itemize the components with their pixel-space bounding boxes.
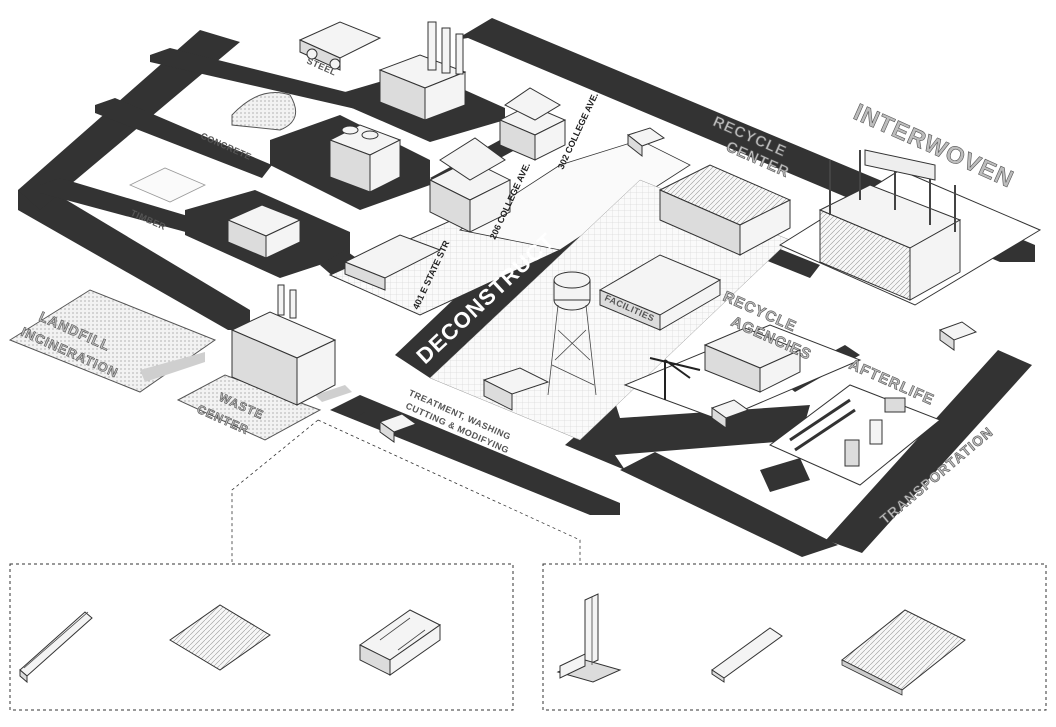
road-bottom: [620, 452, 838, 557]
steel-beam-item: [19, 611, 93, 684]
house-206-icon: [428, 137, 512, 233]
road-concrete: [95, 98, 272, 178]
house-302-icon: [498, 87, 567, 161]
corrugated-panel-item: [169, 604, 271, 671]
road-left-outer: [18, 183, 250, 330]
leader-right: [317, 419, 581, 562]
road-steel: [150, 48, 370, 110]
l-bracket-item: [556, 593, 622, 683]
road-link: [320, 250, 362, 278]
road-timber: [40, 178, 218, 238]
timber-mill-icon: [226, 204, 302, 259]
concrete-plant-icon: [328, 124, 402, 193]
materials-panel-right: [542, 563, 1047, 711]
steel-factory-icon: [378, 21, 467, 121]
warehouse-401-icon: [343, 234, 442, 291]
road-right: [826, 350, 1032, 553]
waste-center-area: [176, 374, 322, 441]
crane-icon: [649, 357, 701, 400]
timber-frame-item: [359, 609, 441, 676]
interwoven-structure: [818, 149, 962, 301]
facilities-building: [598, 254, 722, 331]
site-college: [458, 139, 691, 251]
water-tower-icon: [547, 271, 597, 396]
steel-truck-icon: [298, 21, 382, 71]
recycle-agencies-building: [703, 327, 802, 393]
timber-forest-icon: [129, 167, 206, 203]
road-afterlife-link: [760, 458, 810, 492]
concrete-pile-icon: [231, 92, 297, 131]
truck-icons: [378, 127, 978, 443]
afterlife-elements: [789, 397, 906, 467]
flow-arrow-large: [565, 402, 810, 470]
waste-connector: [315, 385, 352, 402]
recycle-center-building: [658, 164, 792, 256]
waste-factory-icon: [230, 284, 337, 406]
plank-item: [711, 627, 783, 683]
waste-arrow-icon: [355, 412, 365, 424]
landfill-connector: [140, 352, 205, 382]
leader-left: [231, 419, 319, 562]
grate-panel-item: [841, 609, 966, 696]
